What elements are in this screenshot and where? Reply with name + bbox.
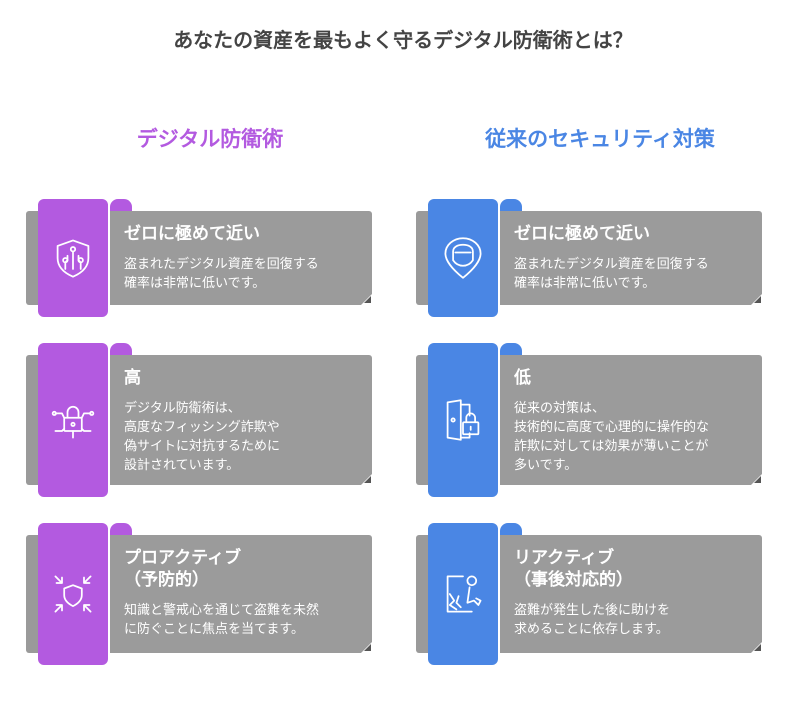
card-content: ゼロに極めて近い 盗まれたデジタル資産を回復する 確率は非常に低いです。 — [500, 211, 762, 305]
shield-circuit-icon — [38, 199, 108, 317]
card-text: 盗難が発生した後に助けを 求めることに依存します。 — [514, 603, 671, 637]
card-backing — [416, 355, 430, 485]
card-fold-corner — [110, 343, 132, 357]
card-tab — [38, 523, 108, 665]
card-tab — [38, 343, 108, 497]
column-title-digital: デジタル防衛術 — [136, 127, 284, 151]
card-heading: 低 — [514, 368, 531, 388]
card-text: 知識と警戒心を通じて盗難を未然 に防ぐことに焦点を当てます。 — [124, 603, 320, 637]
page-title: あなたの資産を最もよく守るデジタル防衛術とは？ — [173, 28, 633, 52]
page-curl — [361, 294, 372, 305]
comparison-card: プロアクティブ （予防的） 知識と警戒心を通じて盗難を未然 に防ぐことに焦点を当… — [26, 523, 376, 665]
card-text: 盗まれたデジタル資産を回復する 確率は非常に低いです。 — [514, 257, 709, 291]
card-content: 低 従来の対策は、 技術的に高度で心理的に操作的な 詐欺に対しては効果が薄いこと… — [500, 355, 762, 485]
card-content: ゼロに極めて近い 盗まれたデジタル資産を回復する 確率は非常に低いです。 — [110, 211, 372, 305]
page-curl — [751, 642, 762, 653]
door-lock-icon — [428, 343, 498, 497]
card-backing — [416, 535, 430, 653]
column-title-traditional: 従来のセキュリティ対策 — [485, 127, 715, 151]
card-backing — [416, 211, 430, 305]
page-curl — [751, 474, 762, 485]
card-fold-corner — [110, 199, 132, 213]
card-backing — [26, 211, 40, 305]
card-heading: ゼロに極めて近い — [514, 224, 650, 244]
card-text: 従来の対策は、 技術的に高度で心理的に操作的な 詐欺に対しては効果が薄いことが … — [514, 401, 710, 473]
card-backing — [26, 355, 40, 485]
card-tab — [428, 199, 498, 317]
card-text: デジタル防衛術は、 高度なフィッシング詐欺や 偽サイトに対抗するために 設計され… — [124, 401, 281, 473]
comparison-card: 高 デジタル防衛術は、 高度なフィッシング詐欺や 偽サイトに対抗するために 設計… — [26, 343, 376, 497]
page-curl — [361, 474, 372, 485]
card-backing — [26, 535, 40, 653]
comparison-card: リアクティブ （事後対応的） 盗難が発生した後に助けを 求めることに依存します。 — [416, 523, 766, 665]
thief-mask-icon — [428, 199, 498, 317]
page-curl — [361, 642, 372, 653]
lock-network-icon — [38, 343, 108, 497]
card-content: プロアクティブ （予防的） 知識と警戒心を通じて盗難を未然 に防ぐことに焦点を当… — [110, 535, 372, 653]
card-fold-corner — [500, 523, 522, 537]
card-tab — [428, 523, 498, 665]
card-heading: リアクティブ （事後対応的） — [514, 548, 633, 590]
card-fold-corner — [110, 523, 132, 537]
card-content: リアクティブ （事後対応的） 盗難が発生した後に助けを 求めることに依存します。 — [500, 535, 762, 653]
page-curl — [751, 294, 762, 305]
card-content: 高 デジタル防衛術は、 高度なフィッシング詐欺や 偽サイトに対抗するために 設計… — [110, 355, 372, 485]
comparison-card: ゼロに極めて近い 盗まれたデジタル資産を回復する 確率は非常に低いです。 — [26, 199, 376, 317]
shield-arrows-icon — [38, 523, 108, 665]
card-tab — [428, 343, 498, 497]
card-fold-corner — [500, 199, 522, 213]
card-text: 盗まれたデジタル資産を回復する 確率は非常に低いです。 — [124, 257, 319, 291]
card-fold-corner — [500, 343, 522, 357]
card-heading: ゼロに極めて近い — [124, 224, 260, 244]
comparison-card: 低 従来の対策は、 技術的に高度で心理的に操作的な 詐欺に対しては効果が薄いこと… — [416, 343, 766, 497]
comparison-card: ゼロに極めて近い 盗まれたデジタル資産を回復する 確率は非常に低いです。 — [416, 199, 766, 317]
card-heading: プロアクティブ （予防的） — [124, 548, 242, 590]
card-heading: 高 — [124, 368, 141, 388]
fleeing-thief-icon — [428, 523, 498, 665]
